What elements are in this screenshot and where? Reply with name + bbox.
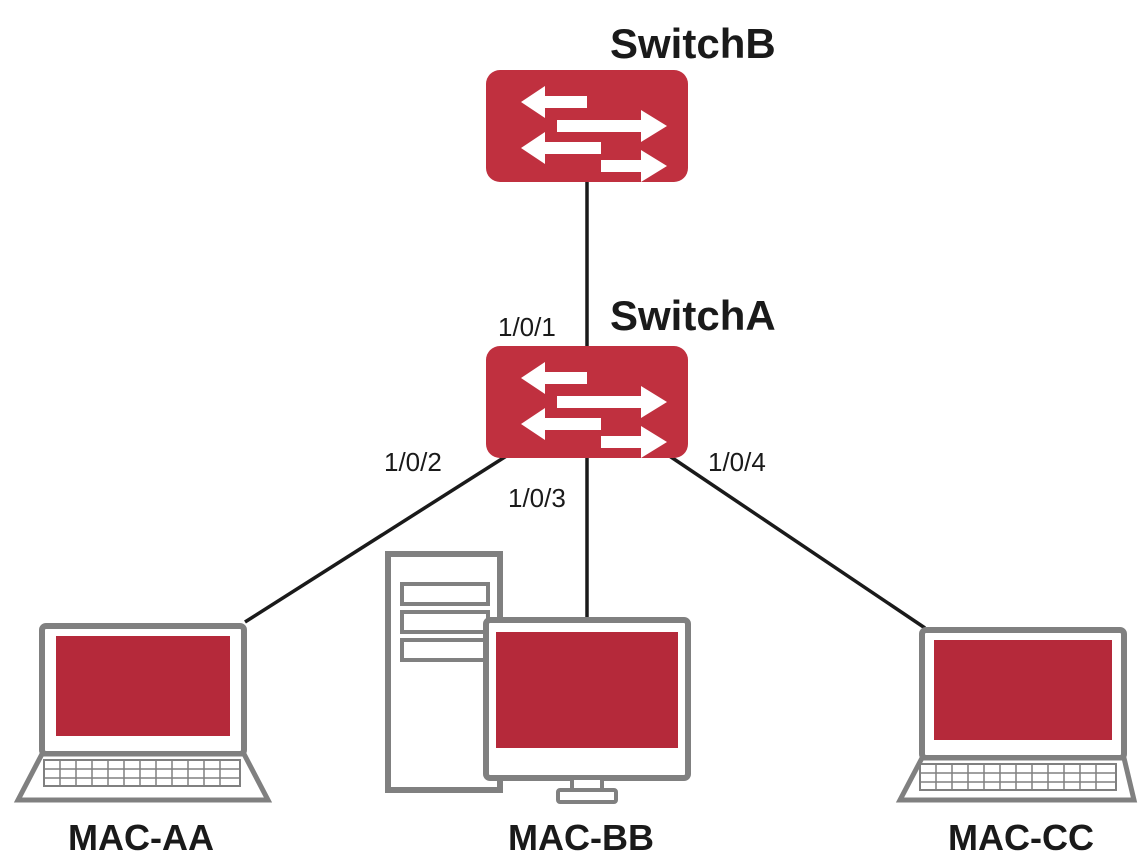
switch-a-label: SwitchA [610,292,776,339]
switch-b-label: SwitchB [610,20,776,67]
switch-b-icon [486,70,688,182]
host-label-mac-aa: MAC-AA [68,817,214,858]
port-label-1-0-4: 1/0/4 [708,447,766,477]
port-label-1-0-2: 1/0/2 [384,447,442,477]
host-label-mac-bb: MAC-BB [508,817,654,858]
laptop-aa-icon [13,623,273,803]
desktop-bb-icon [385,551,691,804]
host-label-mac-cc: MAC-CC [948,817,1094,858]
port-label-1-0-1: 1/0/1 [498,312,556,342]
switch-a-icon [486,346,688,458]
link-port-1-0-2 [244,453,509,624]
port-label-1-0-3: 1/0/3 [508,483,566,513]
link-port-1-0-4 [667,453,926,630]
laptop-cc-icon [895,627,1138,803]
